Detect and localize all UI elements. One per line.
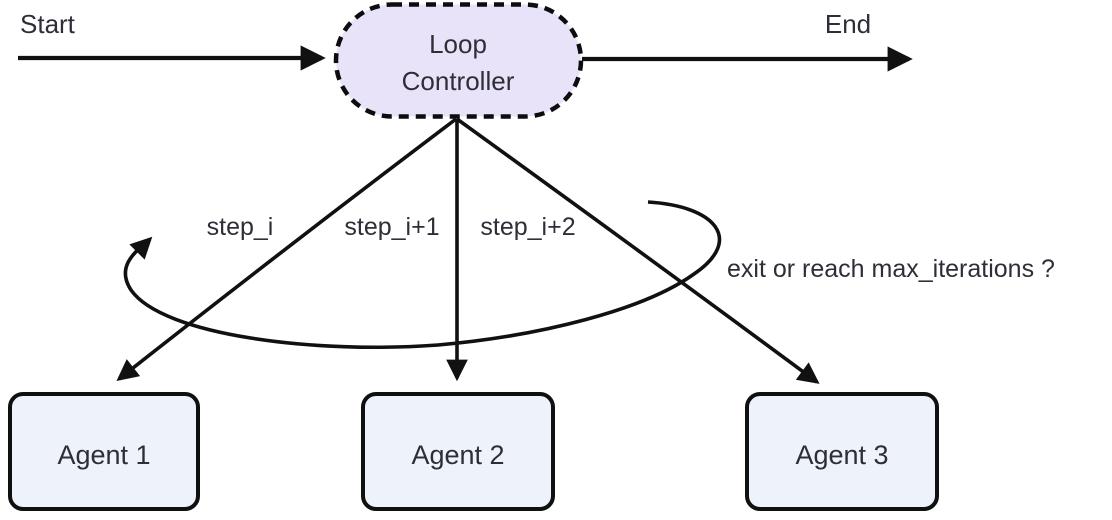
agent2-node: Agent 2	[361, 392, 555, 511]
agent3-label: Agent 3	[795, 440, 888, 470]
agent1-label: Agent 1	[57, 440, 150, 470]
edge-label-step-i1: step_i+1	[344, 213, 439, 241]
agent1-node: Agent 1	[8, 392, 200, 511]
loop-controller-node: Loop Controller	[333, 2, 584, 119]
agent1-shape	[8, 392, 200, 511]
agent2-label: Agent 2	[411, 440, 504, 470]
loop-controller-label-line2: Controller	[402, 66, 515, 96]
start-label: Start	[20, 9, 76, 39]
loop-condition-label: exit or reach max_iterations ?	[727, 255, 1055, 283]
edge-label-step-i2: step_i+2	[480, 213, 575, 241]
end-label: End	[825, 9, 871, 39]
loop-controller-label-line1: Loop	[429, 29, 487, 59]
edge-controller-to-agent1	[116, 117, 458, 382]
agent2-shape	[361, 392, 555, 511]
edge-label-step-i: step_i	[207, 213, 274, 241]
agent3-node: Agent 3	[745, 392, 939, 511]
agent3-shape	[745, 392, 939, 511]
edge-controller-to-agent3	[455, 117, 820, 384]
loop-back-curve	[123, 200, 722, 350]
loop-controller-shape	[333, 2, 584, 119]
